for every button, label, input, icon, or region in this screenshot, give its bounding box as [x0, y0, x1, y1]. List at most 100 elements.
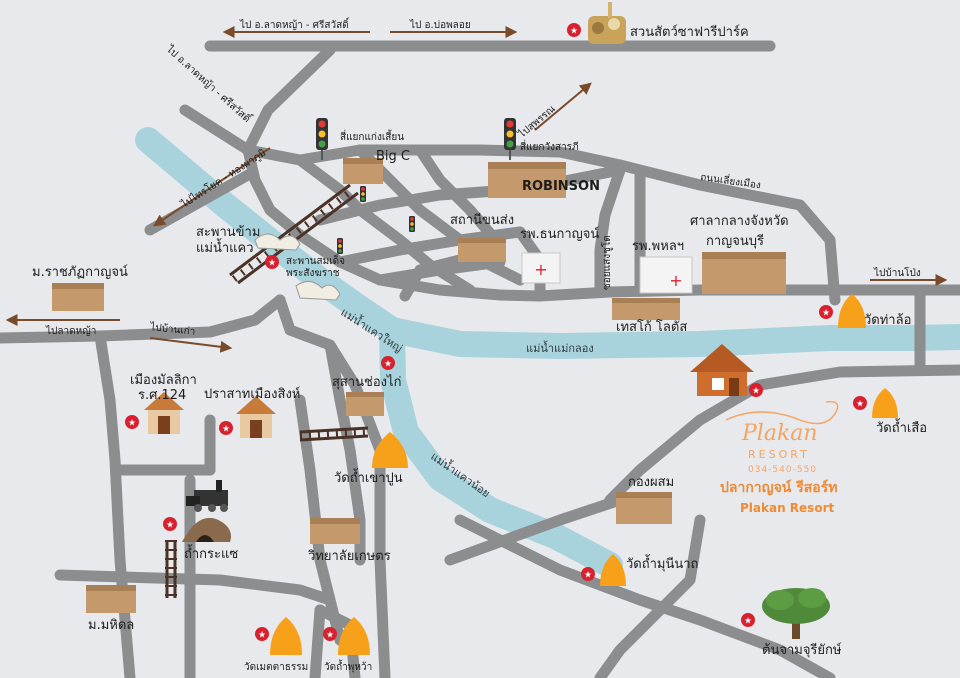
- wat-metta-marker-icon: ★: [255, 627, 269, 641]
- mahidol-building: [86, 585, 136, 613]
- phahol-hospital-icon: +: [639, 256, 693, 294]
- label-tesco: เทสโก้ โลตัส: [616, 319, 687, 335]
- chamchuri-tree-icon: [762, 588, 830, 639]
- temples: [144, 392, 276, 438]
- arrow-sai-yok: [153, 147, 271, 227]
- dir-ban-kao: ไปบ้านเก่า: [149, 321, 196, 338]
- label-mueang-malika-2: ร.ศ.124: [138, 388, 186, 403]
- label-mueang-malika-1: เมืองมัลลิกา: [130, 372, 197, 388]
- kwae-bridge-marker-icon: ★: [265, 255, 279, 269]
- tham-kra-sae-marker-icon: ★: [163, 517, 177, 531]
- plakan-logo: Plakan RESORT 034-540-550: [725, 401, 839, 475]
- label-mueang-sing: ปราสาทเมืองสิงห์: [204, 386, 300, 402]
- label-phahol: รพ.พหลฯ: [632, 239, 684, 254]
- hospitals: + +: [521, 252, 693, 294]
- label-chamchuri: ต้นจามจุรียักษ์: [762, 642, 842, 658]
- label-tham-kra-sae: ถ้ำกระแซ: [184, 544, 238, 562]
- label-bridge-kwae-2: แม่น้ำแคว: [196, 238, 254, 256]
- label-wang-sarapee: สี่แยกวังสารภี: [520, 139, 579, 153]
- label-wat-metta: วัดเมตตาธรรม: [244, 662, 308, 673]
- svg-text:★: ★: [128, 419, 136, 429]
- svg-text:+: +: [534, 260, 547, 279]
- wat-muni-nat-marker-icon: ★: [581, 567, 595, 581]
- city-hall-building: [702, 252, 786, 294]
- logo-phone: 034-540-550: [748, 465, 817, 475]
- svg-text:+: +: [669, 271, 682, 290]
- dir-bo-phloi: ไป อ.บ่อพลอย: [409, 19, 471, 31]
- cave-icon: [182, 517, 231, 542]
- safari-animals-icon: [588, 2, 626, 44]
- arrow-suphan: [534, 82, 592, 131]
- label-thanakarn: รพ.ธนกาญจน์: [520, 226, 599, 242]
- cemetery-building: [346, 392, 384, 416]
- safari-marker-icon: ★: [567, 23, 581, 37]
- label-wat-khao-poon: วัดถ้ำเขาปูน: [334, 468, 403, 486]
- logo-name: Plakan: [741, 421, 818, 446]
- traffic-light-small-icon: [337, 238, 343, 254]
- label-safari-park: สวนสัตว์ซาฟารีปาร์ค: [630, 24, 749, 40]
- traffic-light-small-icon: [360, 186, 366, 202]
- dir-lat-ya-top: ไป อ.ลาดหญ้า - ศรีสวัสดิ์: [239, 17, 350, 31]
- resort-marker-icon: ★: [749, 383, 763, 397]
- svg-text:★: ★: [744, 617, 752, 627]
- label-city-hall-2: กาญจนบุรี: [706, 233, 764, 249]
- label-robinson: ROBINSON: [522, 179, 600, 194]
- wat-phu-wa-marker-icon: ★: [323, 627, 337, 641]
- mueang-sing-temple-icon: [236, 396, 276, 438]
- thanakarn-hospital-icon: +: [521, 252, 561, 284]
- label-wat-tha-lo: วัดท่าล้อ: [864, 313, 911, 328]
- tesco-building: [612, 298, 680, 320]
- wat-khao-poon-pagoda-icon: [372, 432, 408, 468]
- big-c-building: [343, 158, 383, 184]
- label-somdet-2: พระสังฆราช: [286, 268, 340, 279]
- label-somdet-1: สะพานสมเด็จ: [286, 253, 345, 267]
- label-mahidol: ม.มหิดล: [88, 618, 134, 633]
- railway-mid: [299, 426, 369, 442]
- traffic-light-small-icon: [409, 216, 415, 232]
- logo-resort: RESORT: [748, 448, 810, 461]
- svg-text:★: ★: [222, 425, 230, 435]
- agri-college-building: [310, 518, 360, 544]
- rajabhat-building: [52, 283, 104, 311]
- dir-lat-ya-left: ไปลาดหญ้า: [45, 325, 96, 337]
- label-resort-th: ปลากาญจน์ รีสอร์ท: [720, 479, 837, 496]
- label-saeng-chuto: ซอยแสงชูโต: [600, 235, 613, 290]
- mueang-malika-temple-icon: [144, 392, 184, 434]
- railways: [165, 183, 369, 598]
- label-city-hall-1: ศาลากลางจังหวัด: [690, 214, 789, 229]
- buildings: [52, 158, 786, 613]
- chamchuri-marker-icon: ★: [741, 613, 755, 627]
- traffic-light-wang-sarapee-icon: [504, 118, 516, 160]
- svg-text:★: ★: [570, 27, 578, 37]
- wat-khao-poon-marker-icon: ★: [381, 356, 395, 370]
- svg-text:★: ★: [822, 309, 830, 319]
- svg-text:★: ★: [258, 631, 266, 641]
- svg-text:★: ★: [384, 360, 392, 370]
- label-wat-tham-suea: วัดถ้ำเสือ: [876, 418, 927, 436]
- label-mae-klong: แม่น้ำแม่กลอง: [526, 340, 594, 355]
- railway-south: [165, 540, 177, 598]
- wat-tham-suea-marker-icon: ★: [853, 396, 867, 410]
- traffic-light-kaeng-sian-icon: [316, 118, 328, 160]
- arrow-ban-kao: [149, 337, 233, 353]
- svg-text:★: ★: [856, 400, 864, 410]
- svg-text:★: ★: [268, 259, 276, 269]
- train-icon: [186, 480, 228, 512]
- traffic-lights: [316, 118, 516, 254]
- label-resort-en: Plakan Resort: [740, 501, 834, 515]
- label-agri-college: วิทยาลัยเกษตร: [307, 549, 390, 564]
- kwae-bridge-icon: [254, 233, 301, 251]
- label-wat-muni-nat: วัดถ้ำมุนีนาถ: [626, 554, 698, 572]
- pagodas: [270, 294, 898, 655]
- label-war-cemetery: สุสานช่องไก่: [332, 374, 401, 390]
- bridges: [254, 233, 341, 301]
- robinson-building: [488, 162, 566, 198]
- label-kaeng-sian: สี่แยกแก่งเสี้ยน: [340, 129, 404, 143]
- label-big-c: Big C: [376, 149, 410, 164]
- kwae-noi-river: [379, 317, 623, 578]
- mueang-malika-marker-icon: ★: [125, 415, 139, 429]
- wat-tham-suea-pagoda-icon: [872, 388, 898, 418]
- railway-north: [229, 183, 359, 285]
- bus-station-building: [458, 238, 506, 262]
